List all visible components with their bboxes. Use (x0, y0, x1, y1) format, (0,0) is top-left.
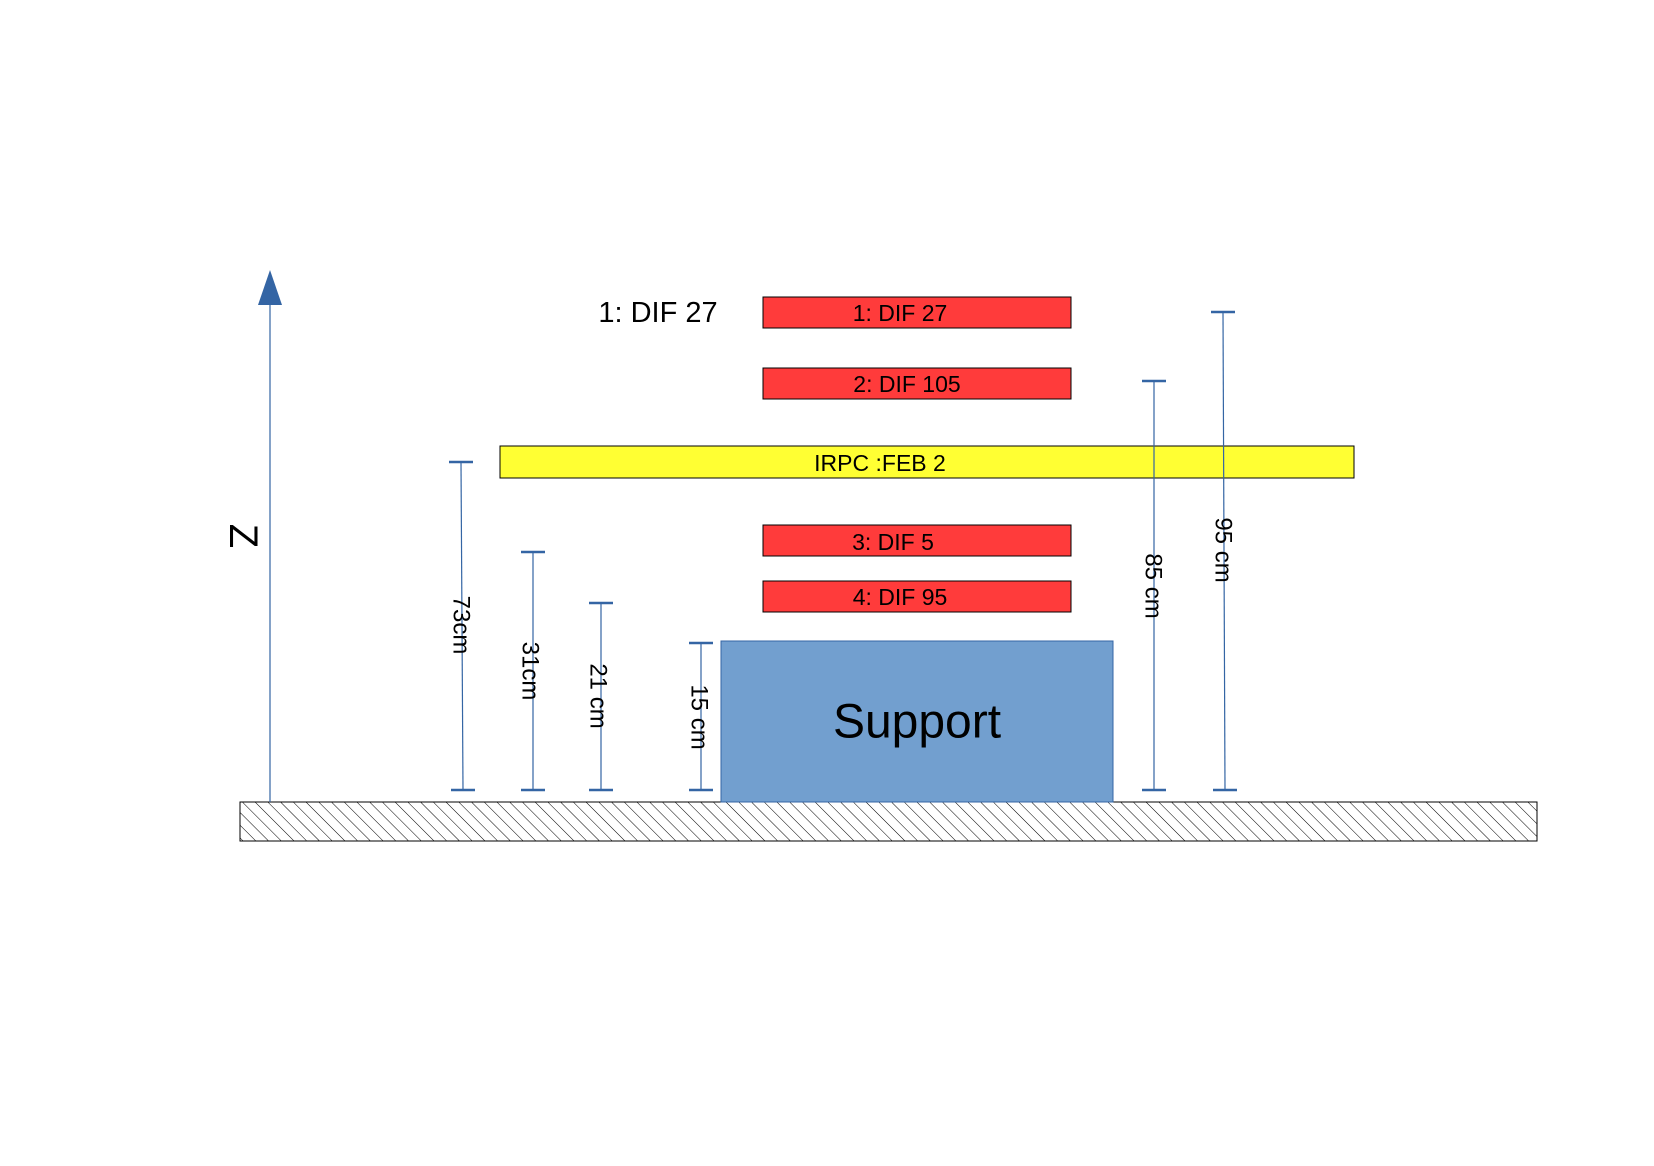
dimension-95cm (1211, 310, 1237, 792)
layer-dif105-box (762, 367, 1072, 400)
dimension-73cm-label: 73cm (448, 596, 475, 655)
dimension-95cm-label: 95 cm (1210, 517, 1237, 582)
layer-dif27-label: 1: DIF 27 (853, 300, 948, 326)
legend-text: 1: DIF 27 (598, 297, 717, 329)
dimension-73cm (449, 460, 475, 792)
layer-dif95-label: 4: DIF 95 (853, 584, 948, 610)
dimension-15cm (689, 641, 713, 792)
layer-dif95-box (762, 580, 1072, 613)
dimension-15cm-label: 15 cm (686, 684, 713, 749)
dimension-85cm (1142, 379, 1166, 792)
dimension-21cm-label: 21 cm (585, 663, 612, 728)
dimension-85cm-label: 85 cm (1140, 553, 1167, 618)
layer-irpc-box (499, 445, 1355, 479)
layer-dif5-label: 3: DIF 5 (852, 529, 934, 555)
support-box (720, 640, 1114, 803)
layer-dif27-box (762, 296, 1072, 329)
layer-dif5-box (762, 524, 1072, 557)
ground-hatch (239, 801, 1538, 842)
dimension-31cm-label: 31cm (517, 642, 544, 701)
z-axis (258, 270, 282, 802)
dimension-31cm (521, 550, 545, 792)
dimension-21cm (589, 601, 613, 792)
arrow-up-icon (258, 270, 282, 305)
support-label: Support (833, 696, 1001, 749)
layer-dif105-label: 2: DIF 105 (853, 371, 960, 397)
z-axis-label: Z (221, 524, 265, 548)
layer-irpc-label: IRPC :FEB 2 (814, 450, 946, 476)
